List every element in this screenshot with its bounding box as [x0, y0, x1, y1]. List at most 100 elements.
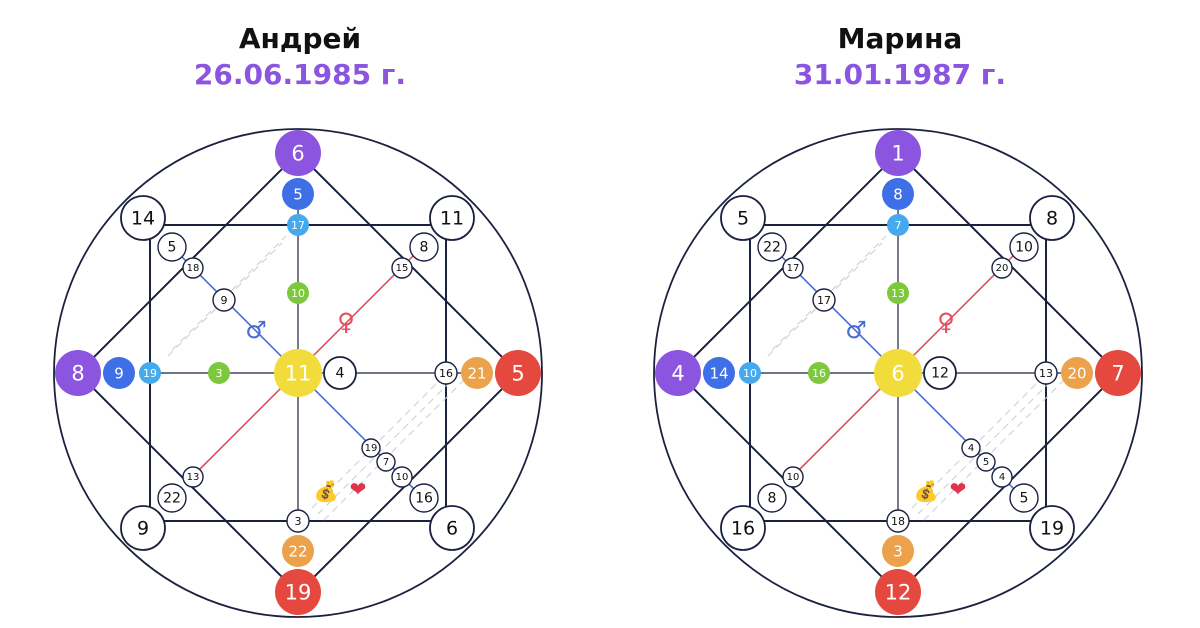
node-value: 14	[709, 365, 728, 383]
node-value: 9	[221, 294, 228, 307]
node-bottom-third: 3	[286, 509, 310, 533]
node-corner-br-outer: 6	[429, 505, 475, 551]
node-bottom-outer: 19	[275, 569, 321, 615]
node-left-third: 10	[739, 362, 761, 384]
node-top-outer: 1	[875, 130, 921, 176]
guide-line	[911, 367, 1053, 509]
female-symbol-icon: ♀	[337, 308, 355, 336]
node-value: 13	[891, 287, 905, 300]
node-right-second: 20	[1061, 357, 1093, 389]
node-value: 10	[291, 287, 305, 300]
node-bottom-second: 22	[282, 535, 314, 567]
node-value: 4	[999, 472, 1005, 483]
outer-circle	[53, 128, 543, 618]
node-value: 11	[440, 208, 464, 230]
node-value: 8	[1046, 208, 1058, 230]
node-value: 21	[467, 365, 486, 383]
node-value: 10	[396, 472, 409, 483]
node-value: 9	[137, 518, 149, 540]
node-corner-tr-third: 15	[391, 257, 413, 279]
node-value: 14	[131, 208, 155, 230]
node-corner-br-fourth: 7	[376, 452, 396, 472]
node-right-inner: 4	[323, 356, 357, 390]
node-value: 7	[383, 457, 389, 468]
node-value: 10	[787, 472, 800, 483]
node-left-third: 19	[139, 362, 161, 384]
node-value: 16	[439, 367, 453, 380]
node-right-outer: 5	[495, 350, 541, 396]
birth-date: 26.06.1985 г.	[193, 58, 407, 91]
birth-date: 31.01.1987 г.	[793, 58, 1007, 91]
node-value: 20	[996, 263, 1009, 274]
node-corner-bl-third: 13	[182, 466, 204, 488]
node-value: 9	[114, 365, 124, 383]
node-value: 6	[291, 142, 304, 166]
node-value: 12	[885, 581, 912, 605]
node-value: 5	[983, 457, 989, 468]
node-corner-tr-outer: 8	[1029, 195, 1075, 241]
guide-line	[167, 242, 283, 357]
node-value: 16	[415, 491, 433, 507]
node-right-third: 16	[434, 361, 458, 385]
node-left-inner: 16	[808, 362, 830, 384]
node-corner-br-third: 4	[991, 466, 1013, 488]
node-value: 7	[1111, 362, 1124, 386]
node-corner-bl-outer: 16	[720, 505, 766, 551]
node-value: 3	[295, 515, 302, 528]
person-name: Марина	[837, 22, 963, 55]
node-center: 11	[274, 349, 322, 397]
node-top-third: 7	[887, 214, 909, 236]
node-corner-tr-second: 10	[1009, 232, 1039, 262]
node-value: 22	[288, 543, 307, 561]
node-corner-tr-third: 20	[991, 257, 1013, 279]
guide-line	[917, 373, 1059, 515]
node-left-outer: 8	[55, 350, 101, 396]
node-right-third: 13	[1034, 361, 1058, 385]
node-value: 5	[168, 240, 177, 256]
node-value: 3	[893, 543, 903, 561]
node-corner-br-outer: 19	[1029, 505, 1075, 551]
node-corner-br-fifth: 19	[361, 438, 381, 458]
node-value: 16	[731, 518, 755, 540]
node-corner-tl-inner: 9	[212, 288, 236, 312]
node-value: 7	[895, 219, 902, 232]
node-top-inner: 10	[287, 282, 309, 304]
node-value: 17	[291, 219, 305, 232]
node-value: 3	[216, 367, 223, 380]
node-value: 6	[891, 362, 904, 386]
node-corner-bl-outer: 9	[120, 505, 166, 551]
node-value: 19	[285, 581, 312, 605]
node-right-inner: 12	[923, 356, 957, 390]
node-value: 1	[891, 142, 904, 166]
guide-line	[171, 235, 287, 351]
node-value: 4	[671, 362, 684, 386]
node-top-second: 5	[282, 178, 314, 210]
node-corner-br-second: 16	[409, 483, 439, 513]
node-corner-br-fifth: 4	[961, 438, 981, 458]
node-value: 18	[187, 263, 200, 274]
node-value: 12	[931, 366, 949, 382]
node-value: 10	[1015, 240, 1033, 256]
male-symbol-icon: ♂	[845, 316, 867, 344]
heart-icon: ❤	[350, 477, 367, 501]
node-value: 8	[768, 491, 777, 507]
node-value: 20	[1067, 365, 1086, 383]
node-bottom-third: 18	[886, 509, 910, 533]
node-value: 5	[511, 362, 524, 386]
node-value: 8	[420, 240, 429, 256]
node-corner-tl-third: 18	[182, 257, 204, 279]
node-corner-tl-inner: 17	[812, 288, 836, 312]
node-center: 6	[874, 349, 922, 397]
person-name: Андрей	[238, 22, 362, 55]
node-bottom-second: 3	[882, 535, 914, 567]
node-corner-tl-second: 22	[757, 232, 787, 262]
node-corner-tl-outer: 14	[120, 195, 166, 241]
node-top-second: 8	[882, 178, 914, 210]
node-value: 4	[968, 443, 974, 454]
node-value: 6	[446, 518, 458, 540]
node-corner-tr-second: 8	[409, 232, 439, 262]
node-corner-tl-third: 17	[782, 257, 804, 279]
node-value: 15	[396, 263, 409, 274]
